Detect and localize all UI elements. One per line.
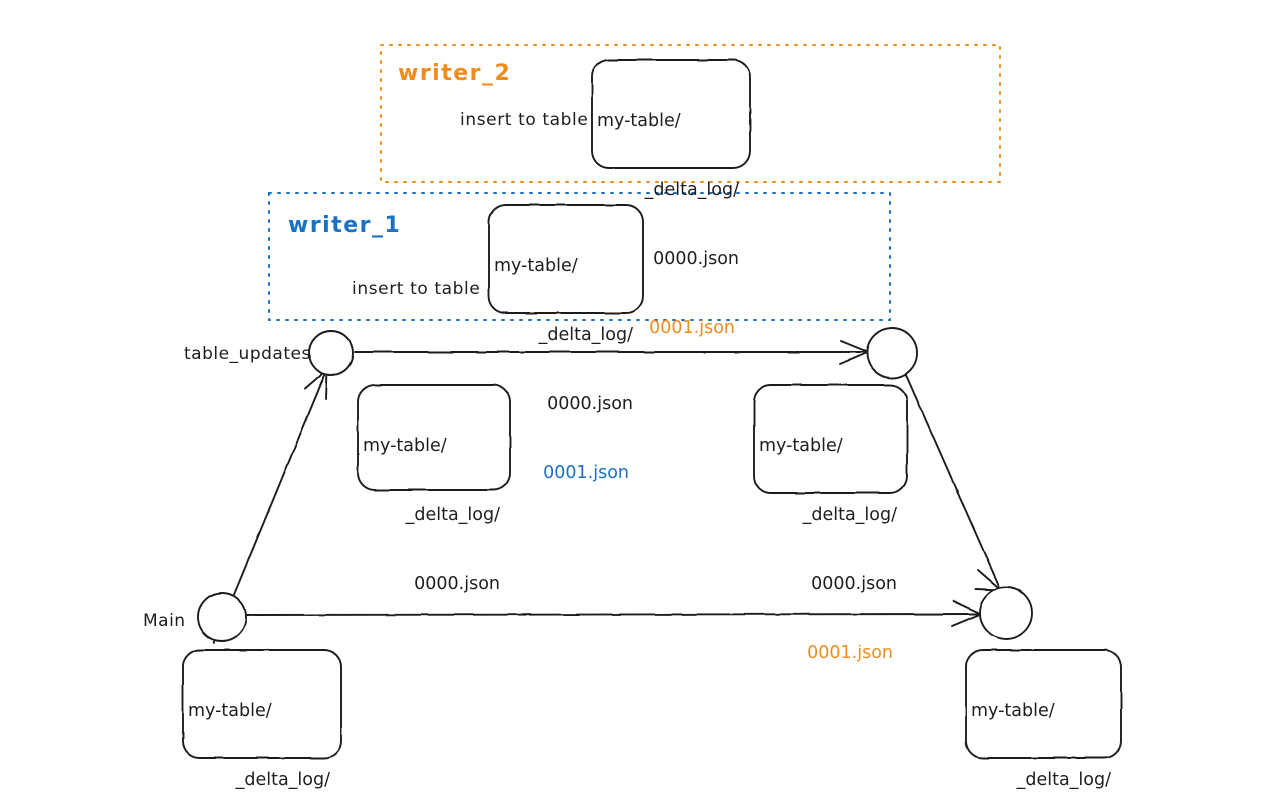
file-line-2: _delta_log/ xyxy=(644,180,739,200)
node-main-merge xyxy=(979,586,1033,640)
file-line-2: _delta_log/ xyxy=(405,505,500,525)
file-line-2: _delta_log/ xyxy=(1016,770,1111,790)
file-line-3: 0000.json xyxy=(414,574,500,594)
file-box-writer-2-text: my-table/ _delta_log/ 0000.json 0001.jso… xyxy=(597,64,745,386)
node-table-updates-start xyxy=(308,330,354,376)
file-line-2: _delta_log/ xyxy=(538,325,633,345)
file-line-3: 0000.json xyxy=(811,574,897,594)
writer-2-label: writer_2 xyxy=(398,61,512,86)
file-box-writer-1-text: my-table/ _delta_log/ 0000.json 0001.jso… xyxy=(494,209,639,531)
file-box-table-updates-initial xyxy=(357,384,511,491)
branch-label-table-updates: table_updates xyxy=(184,344,311,364)
file-line-4: 0001.json xyxy=(543,463,629,483)
file-box-writer-1 xyxy=(488,204,644,314)
file-box-writer-2 xyxy=(591,59,751,169)
file-line-3: 0000.json xyxy=(653,249,739,269)
edge-merge-back xyxy=(905,374,1000,587)
branch-label-main: Main xyxy=(143,611,186,631)
node-table-updates-merge xyxy=(866,327,918,379)
file-line-1: my-table/ xyxy=(363,436,447,456)
file-box-table-updates-after-merge-text: my-table/ _delta_log/ 0000.json 0001.jso… xyxy=(759,389,903,711)
writer-2-action-label: insert to table xyxy=(460,110,589,130)
file-line-2: _delta_log/ xyxy=(802,505,897,525)
file-line-1: my-table/ xyxy=(759,436,843,456)
file-line-4: 0001.json xyxy=(649,318,735,338)
file-line-4: 0001.json xyxy=(807,643,893,663)
file-box-table-updates-initial-text: my-table/ _delta_log/ 0000.json xyxy=(363,389,506,642)
file-box-table-updates-after-merge xyxy=(753,384,908,494)
writer-1-label: writer_1 xyxy=(288,213,402,238)
file-line-2: _delta_log/ xyxy=(235,770,330,790)
edge-main-branch xyxy=(245,613,979,616)
file-line-1: my-table/ xyxy=(188,701,272,721)
file-line-1: my-table/ xyxy=(971,701,1055,721)
node-main-start xyxy=(197,592,247,642)
file-line-3: 0000.json xyxy=(547,394,633,414)
file-box-main-initial-text: my-table/ _delta_log/ 0000.json xyxy=(188,654,336,809)
file-box-main-initial xyxy=(182,649,342,759)
file-line-1: my-table/ xyxy=(597,111,681,131)
file-box-main-after-merge-text: my-table/ _delta_log/ 0000.json 0001.jso… xyxy=(971,654,1117,809)
file-box-main-after-merge xyxy=(965,649,1122,759)
file-line-1: my-table/ xyxy=(494,256,578,276)
writer-1-container xyxy=(268,192,891,321)
writer-1-action-label: insert to table xyxy=(352,279,481,299)
